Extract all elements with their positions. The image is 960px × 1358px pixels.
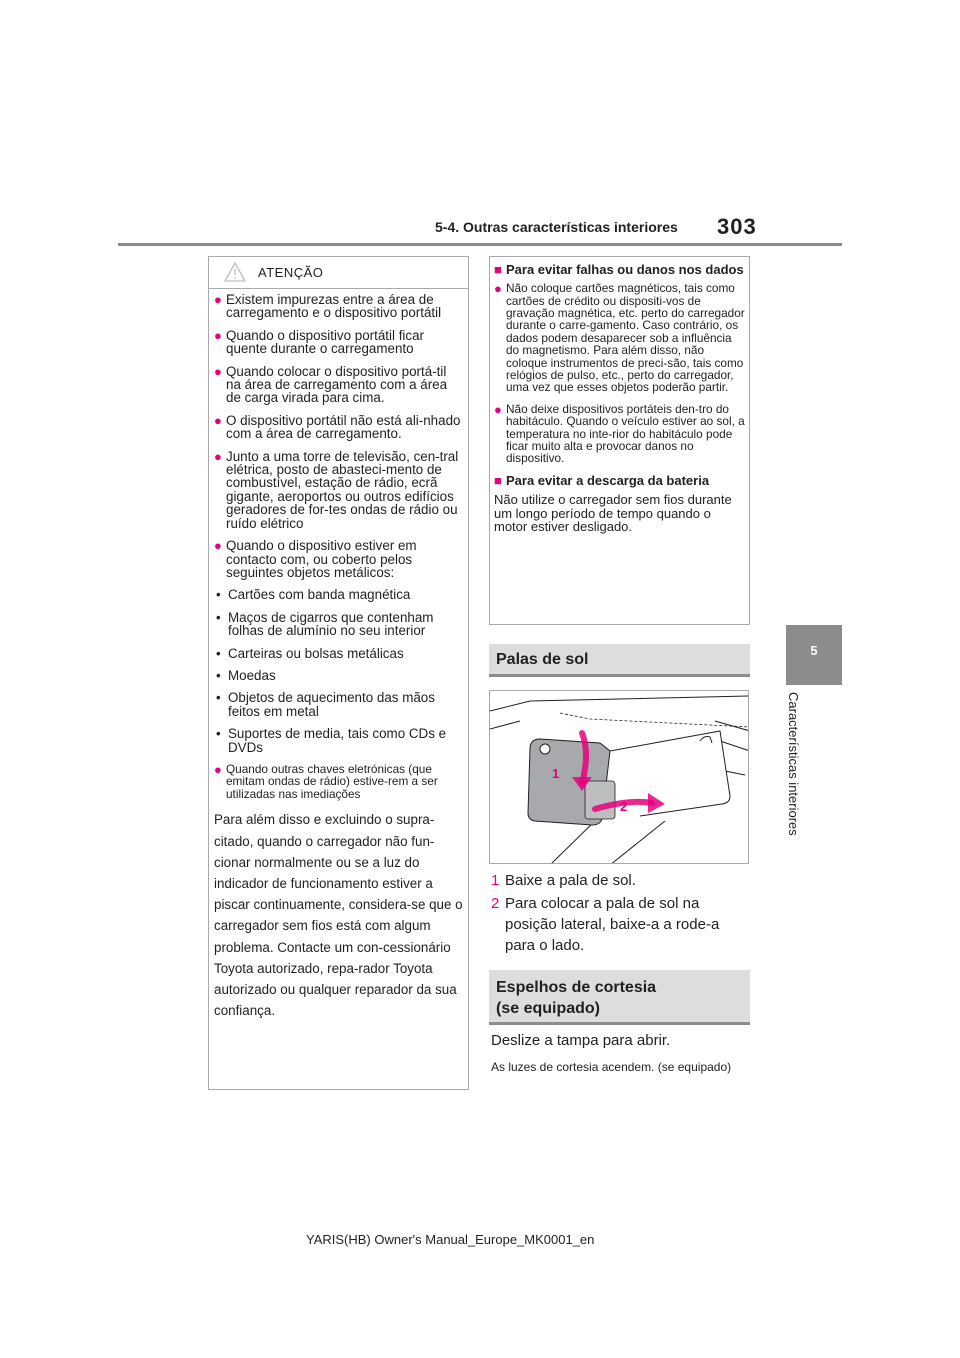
- bullet-icon: ●: [494, 401, 502, 417]
- warning-box: ATENÇÃO ●Existem impurezas entre a área …: [208, 256, 469, 1090]
- header-rule: [118, 243, 842, 246]
- warning-header: ATENÇÃO: [209, 257, 468, 289]
- bullet-icon: ●: [214, 363, 222, 379]
- warning-triangle-icon: [223, 261, 247, 282]
- illus-label-2: 2: [620, 799, 627, 814]
- section-title: 5-4. Outras características interiores: [435, 219, 678, 235]
- list-item: ●Junto a uma torre de televisão, cen-tra…: [214, 448, 459, 531]
- step-text: Baixe a pala de sol.: [505, 872, 636, 889]
- sun-visor-drawing: 1 2: [490, 695, 748, 863]
- caution-box: ■Para evitar falhas ou danos nos dados ●…: [489, 256, 750, 625]
- bullet-icon: ●: [214, 292, 222, 307]
- bullet-icon: ●: [494, 281, 502, 297]
- warning-list: ●Existem impurezas entre a área de carre…: [214, 293, 464, 1022]
- chapter-title: Características interiores: [786, 692, 801, 836]
- list-item: ●Quando o dispositivo portátil ficar que…: [214, 327, 424, 357]
- bullet-icon: ●: [214, 761, 222, 777]
- vanity-mirrors-heading: Espelhos de cortesia (se equipado): [489, 970, 750, 1025]
- bullet-icon: ●: [214, 538, 222, 554]
- caution-list: ■Para evitar falhas ou danos nos dados ●…: [494, 263, 746, 533]
- page-number: 303: [717, 214, 757, 239]
- caution-heading: ■Para evitar falhas ou danos nos dados: [494, 262, 744, 277]
- sub-list-item: •Objetos de aquecimento das mãos feitos …: [216, 690, 435, 719]
- illus-label-1: 1: [552, 766, 559, 781]
- sub-list-item: •Cartões com banda magnética: [216, 587, 411, 603]
- sun-visors-heading: Palas de sol: [489, 644, 750, 677]
- list-item: ●O dispositivo portátil não está ali-nha…: [214, 412, 461, 442]
- mirror-note: As luzes de cortesia acendem. (se equipa…: [491, 1060, 732, 1074]
- sun-visor-illustration: 1 2: [489, 690, 749, 864]
- heading-line: (se equipado): [496, 1000, 601, 1017]
- step-number: 1: [491, 872, 500, 889]
- bullet-icon: ●: [214, 327, 222, 343]
- list-item: ●Existem impurezas entre a área de carre…: [214, 292, 442, 321]
- step-item: 2 Para colocar a pala de sol na posição l…: [491, 893, 751, 956]
- sun-visor-steps: 1 Baixe a pala de sol. 2 Para colocar a pa…: [491, 870, 751, 958]
- step-number: 2: [491, 895, 500, 912]
- list-item: ●Não deixe dispositivos portáteis den-tr…: [494, 401, 745, 466]
- bullet-icon: ●: [214, 412, 222, 428]
- sub-list-item: •Moedas: [216, 667, 276, 683]
- list-item: ●Quando colocar o dispositivo portá-til …: [214, 363, 448, 406]
- sub-list-item: •Maços de cigarros que contenham folhas …: [216, 609, 434, 639]
- sub-list-item: •Suportes de media, tais como CDs e DVDs: [216, 726, 447, 755]
- step-text: Para colocar a pala de sol na posição la…: [505, 895, 720, 954]
- footer-text: YARIS(HB) Owner's Manual_Europe_MK0001_e…: [306, 1232, 595, 1247]
- list-item: ●Quando o dispositivo estiver em contact…: [214, 538, 417, 580]
- mirror-instruction: Deslize a tampa para abrir.: [491, 1032, 671, 1049]
- square-bullet-icon: ■: [494, 472, 502, 488]
- square-bullet-icon: ■: [494, 262, 502, 277]
- caution-heading: ■Para evitar a descarga da bateria: [494, 472, 710, 488]
- chapter-tab: 5: [786, 625, 842, 685]
- warning-title: ATENÇÃO: [258, 265, 324, 280]
- list-item: ●Quando outras chaves eletrónicas (que e…: [214, 761, 438, 801]
- sub-list-item: •Carteiras ou bolsas metálicas: [216, 645, 404, 661]
- chapter-label: Características interiores: [786, 692, 812, 862]
- list-item: ●Não coloque cartões magnéticos, tais co…: [494, 281, 745, 395]
- caution-text: Não utilize o carregador sem fios durant…: [494, 492, 732, 534]
- warning-paragraph: Para além disso e excluindo o supra-cita…: [214, 812, 463, 1019]
- bullet-icon: ●: [214, 448, 222, 464]
- step-item: 1 Baixe a pala de sol.: [491, 870, 751, 891]
- heading-line: Espelhos de cortesia: [496, 979, 657, 996]
- chapter-number: 5: [810, 643, 818, 658]
